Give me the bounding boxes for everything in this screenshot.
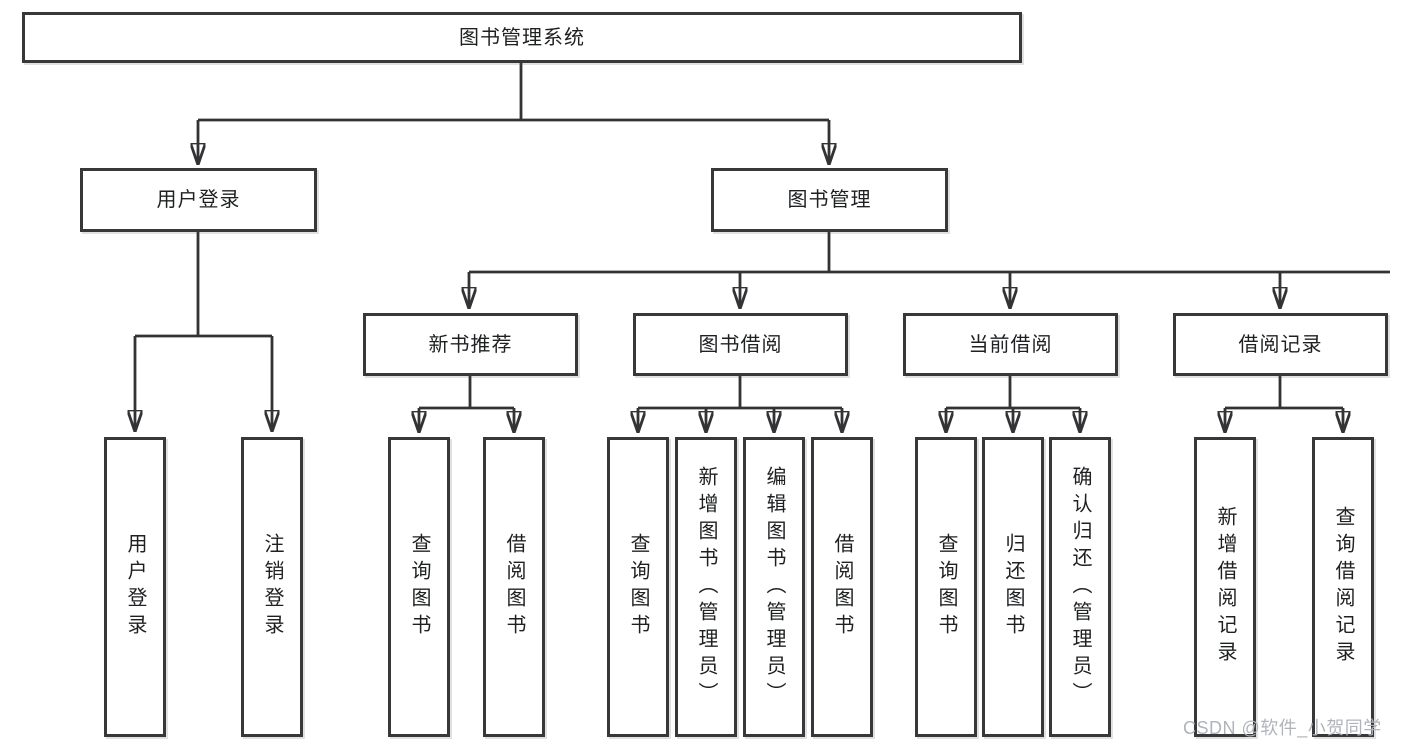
leaf-query-books-under-current: 查询图书 <box>915 437 977 737</box>
node-current-borrowing: 当前借阅 <box>903 313 1118 376</box>
connector-user-login-stem <box>135 232 272 338</box>
leaf-borrow-books-under-recommendation: 借阅图书 <box>483 437 545 737</box>
connector-borrow-records-stem <box>1225 376 1343 410</box>
leaf-add-books-admin: 新增图书（管理员） <box>675 437 737 737</box>
node-book-management: 图书管理 <box>711 168 948 232</box>
leaf-add-borrow-record: 新增借阅记录 <box>1194 437 1256 737</box>
node-book-borrowing: 图书借阅 <box>633 313 848 376</box>
node-borrowing-records: 借阅记录 <box>1173 313 1388 376</box>
leaf-return-books: 归还图书 <box>982 437 1044 737</box>
leaf-query-books-under-recommendation: 查询图书 <box>388 437 450 737</box>
connector-book-borrow-stem <box>638 376 842 410</box>
leaf-confirm-return-admin: 确认归还（管理员） <box>1049 437 1111 737</box>
connector-new-book-rec-stem <box>419 376 514 410</box>
connector-book-mgmt-stem <box>469 232 1390 274</box>
leaf-query-books-under-borrowing: 查询图书 <box>607 437 669 737</box>
connector-current-borrow-stem <box>946 376 1080 410</box>
node-user-login: 用户登录 <box>80 168 317 232</box>
leaf-edit-books-admin: 编辑图书（管理员） <box>743 437 805 737</box>
leaf-query-borrow-record: 查询借阅记录 <box>1312 437 1374 737</box>
leaf-borrow-books-under-borrowing: 借阅图书 <box>811 437 873 737</box>
node-new-book-recommendation: 新书推荐 <box>363 313 578 376</box>
leaf-logout: 注销登录 <box>241 437 303 737</box>
connector-root-stem <box>198 63 829 122</box>
csdn-watermark: CSDN @软件_小贺同学 <box>1183 718 1382 738</box>
leaf-user-login: 用户登录 <box>104 437 166 737</box>
node-root-system: 图书管理系统 <box>22 12 1022 63</box>
